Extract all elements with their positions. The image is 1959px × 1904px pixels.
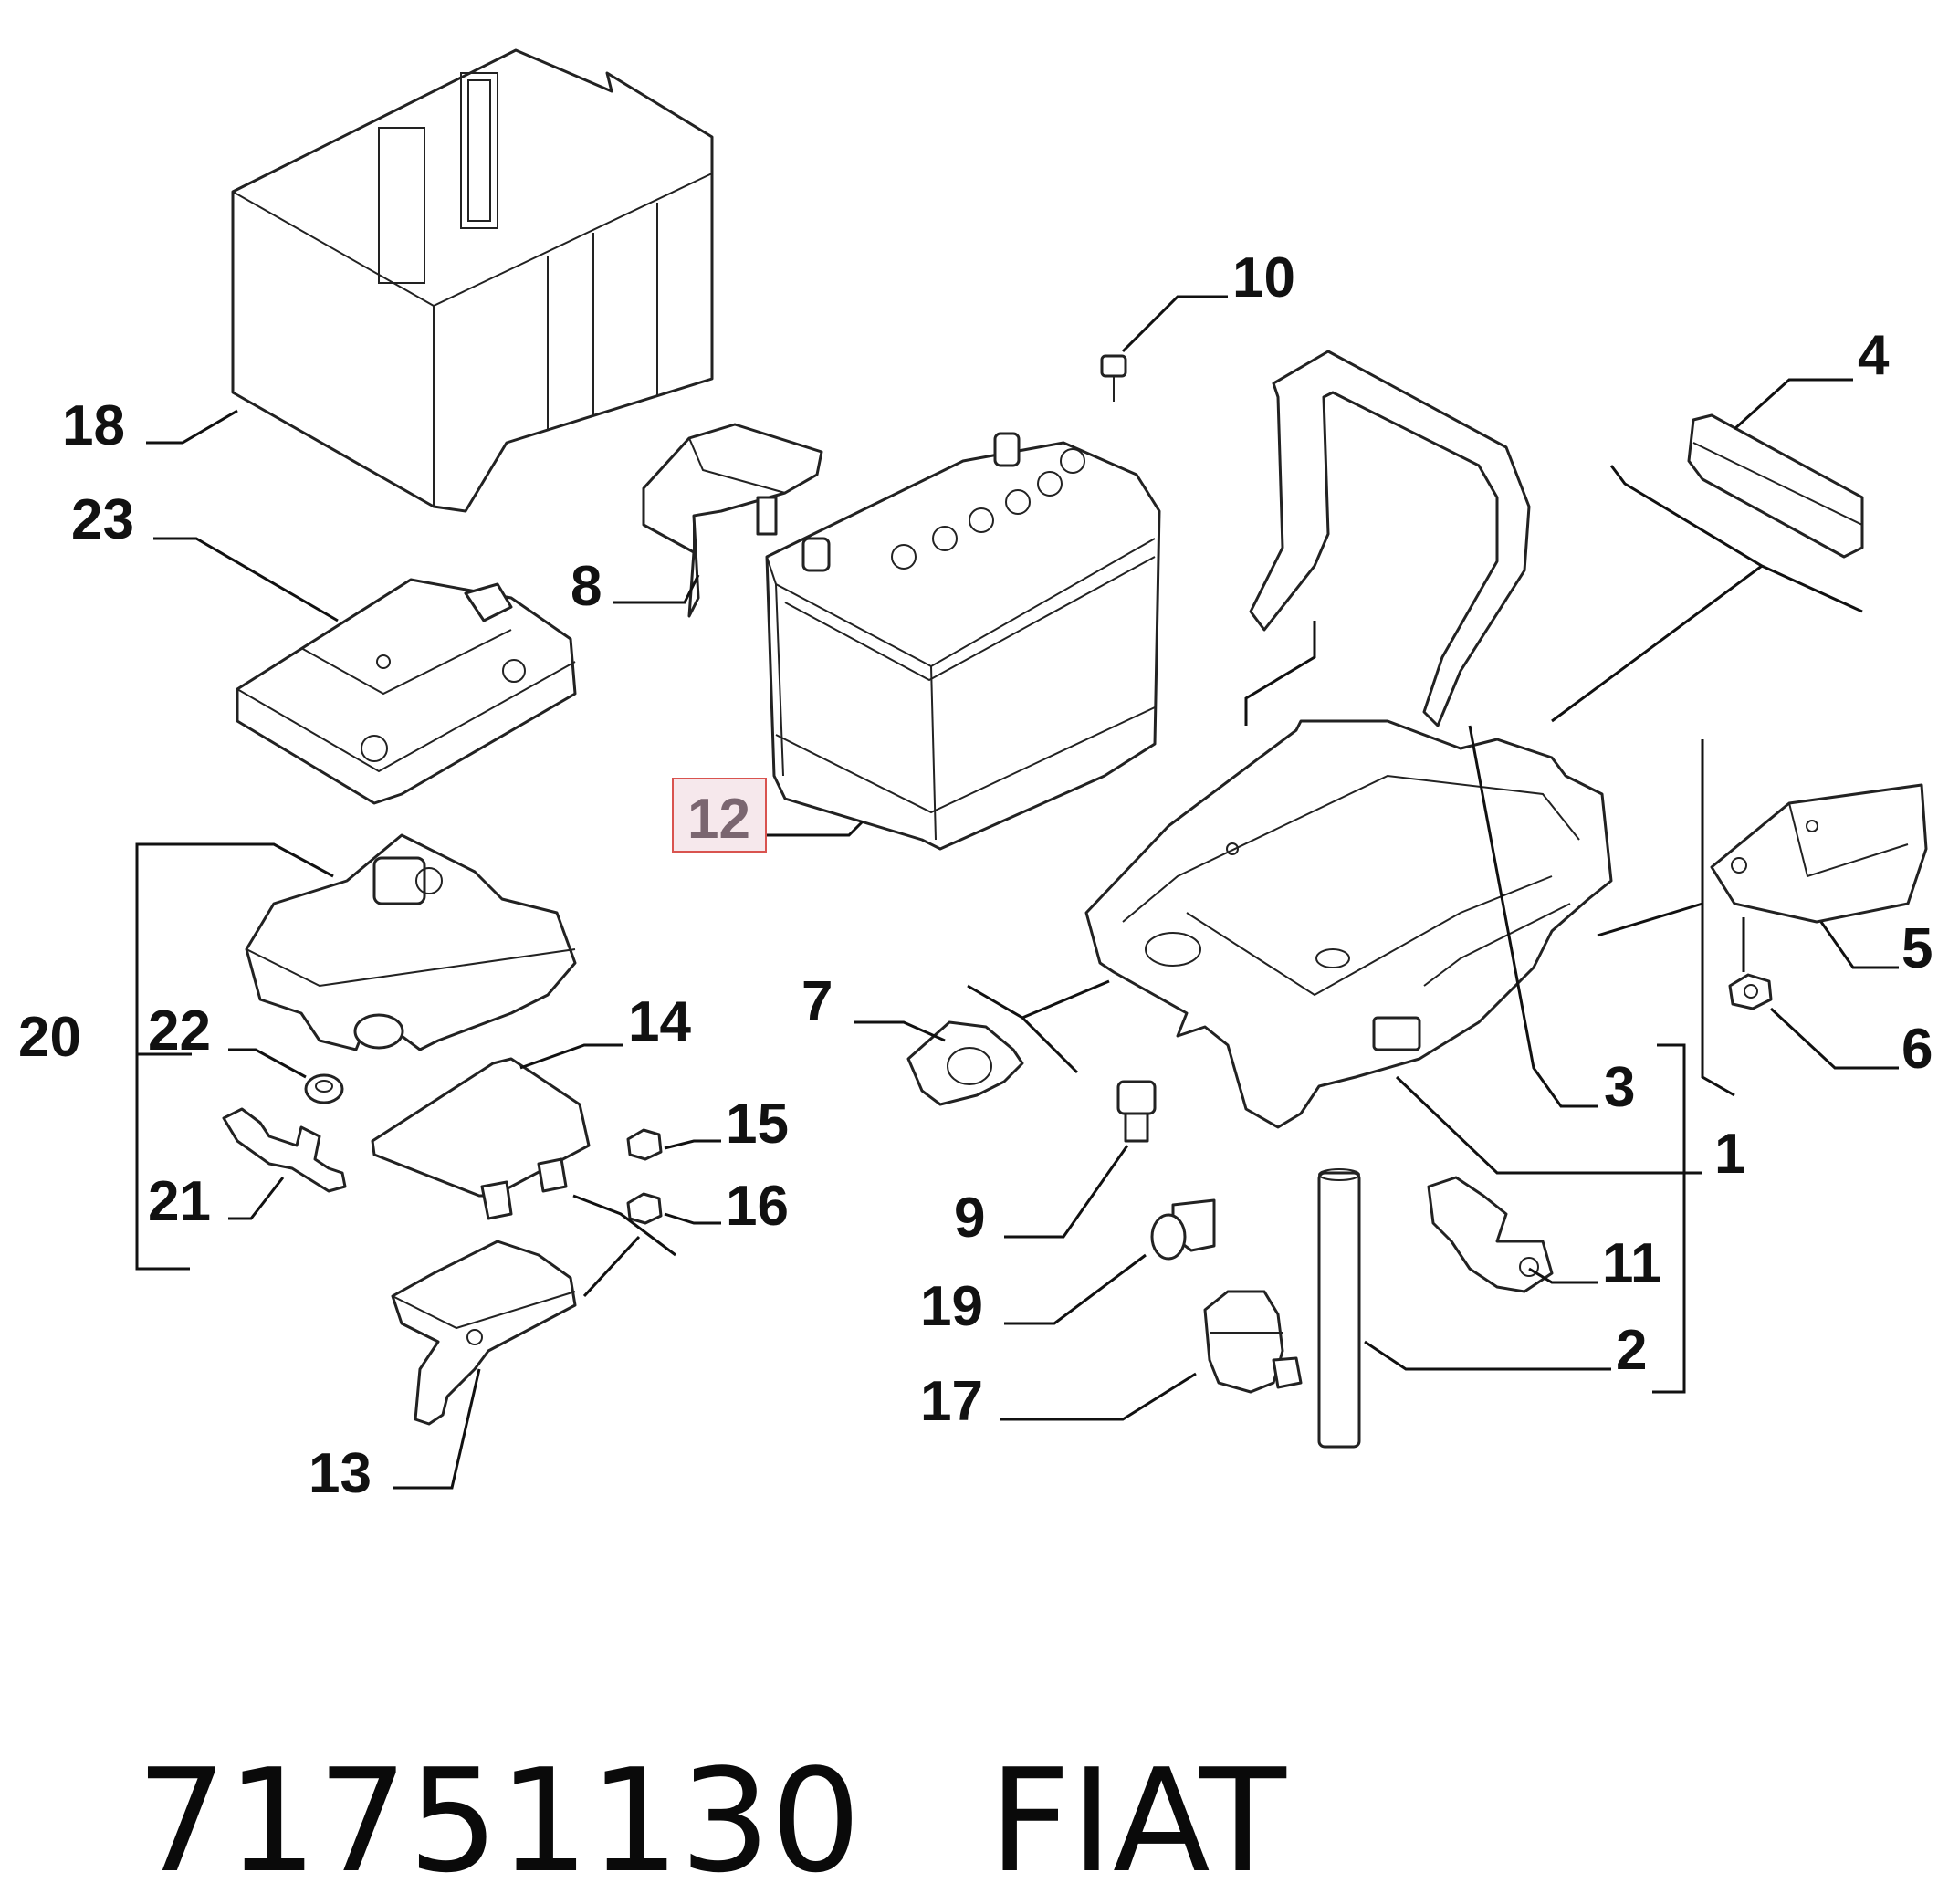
leader-8 [613, 574, 700, 604]
leader-6 [1769, 1007, 1899, 1070]
callout-10: 10 [1232, 246, 1295, 309]
callout-6: 6 [1901, 1018, 1933, 1081]
callout-19: 19 [920, 1275, 983, 1338]
callout-21: 21 [148, 1170, 211, 1233]
leader-10 [1121, 295, 1228, 353]
leader-20 [135, 842, 334, 1056]
part-12-battery [765, 432, 1161, 851]
leader-18 [146, 409, 238, 445]
part-5-side-bracket [1710, 783, 1928, 924]
leader-4 [1733, 378, 1853, 431]
brand-name: FIAT [989, 1738, 1286, 1904]
part-3-hold-down-bracket [1249, 350, 1531, 727]
part-20-terminal-box [245, 833, 577, 1051]
leader-19 [1004, 1253, 1147, 1325]
callout-18: 18 [62, 394, 125, 457]
leader-4c [1551, 564, 1763, 723]
leader-16c [582, 1235, 641, 1298]
part-number: 71751130 [136, 1738, 862, 1904]
leader-1 [1395, 1075, 1702, 1175]
leader-23 [153, 537, 339, 622]
leader-7 [854, 1020, 946, 1042]
part-16-nut [626, 1192, 663, 1225]
part-17-holder [1203, 1290, 1303, 1394]
part-2-rod [1317, 1168, 1361, 1449]
leader-1b [1652, 1043, 1686, 1394]
part-9-screw [1116, 1080, 1157, 1143]
part-15-nut [626, 1128, 663, 1161]
leader-4b [1609, 465, 1863, 613]
part-6-nut [1728, 973, 1773, 1010]
part-10-bolt [1100, 354, 1127, 402]
callout-12: 12 [687, 788, 750, 851]
leader-17 [1000, 1372, 1197, 1421]
leader-11 [1528, 1267, 1598, 1284]
part-7-clamp [906, 1020, 1024, 1106]
callout-8: 8 [571, 555, 602, 618]
part-22-nut [304, 1073, 344, 1104]
part-13-terminal-bracket [391, 1240, 577, 1426]
callout-2: 2 [1616, 1319, 1647, 1382]
callout-20: 20 [18, 1006, 81, 1069]
part-21-fuse [222, 1107, 347, 1193]
callout-16: 16 [726, 1175, 789, 1238]
callout-4: 4 [1858, 324, 1890, 387]
callout-15: 15 [726, 1093, 789, 1156]
callout-11: 11 [1602, 1232, 1662, 1295]
leader-20b [135, 1054, 190, 1271]
leader-10b [1244, 621, 1316, 726]
leader-16b [572, 1194, 676, 1257]
leader-22 [228, 1048, 307, 1079]
part-19-pin [1150, 1198, 1216, 1261]
callouts: 1 2 3 4 5 6 7 8 9 10 11 12 13 14 15 16 1… [18, 246, 1933, 1505]
leader-5 [1819, 921, 1899, 969]
callout-1: 1 [1714, 1123, 1745, 1186]
part-8-terminal-cover [642, 423, 823, 618]
leader-13 [393, 1368, 481, 1490]
leader-14 [519, 1043, 623, 1070]
exploded-parts-diagram: 1 2 3 4 5 6 7 8 9 10 11 12 13 14 15 16 1… [18, 48, 1933, 1505]
callout-17: 17 [920, 1370, 983, 1433]
leader-15 [664, 1139, 721, 1150]
part-14-cover [371, 1057, 591, 1220]
leader-3 [1468, 725, 1598, 1108]
leader-21 [228, 1177, 285, 1220]
leader-12 [767, 820, 864, 837]
callout-7: 7 [801, 970, 833, 1033]
callout-14: 14 [628, 990, 691, 1053]
part-23-battery-sensor-module [236, 578, 577, 805]
callout-13: 13 [309, 1442, 372, 1505]
callout-5: 5 [1901, 917, 1933, 980]
callout-12-highlight [672, 778, 767, 853]
callout-3: 3 [1604, 1056, 1635, 1119]
leader-7c [1021, 979, 1110, 1020]
leader-5c [1597, 902, 1703, 937]
leader-9 [1004, 1145, 1129, 1239]
part-18-battery-cover [231, 48, 714, 513]
part-11-clip [1427, 1176, 1554, 1293]
callout-22: 22 [148, 999, 211, 1062]
callout-9: 9 [954, 1187, 985, 1250]
leader-lines [135, 295, 1899, 1490]
part-4-pad [1687, 413, 1864, 559]
part-1-battery-tray [1084, 719, 1613, 1129]
leader-2 [1364, 1340, 1611, 1371]
callout-23: 23 [71, 488, 134, 551]
leader-16 [664, 1212, 721, 1225]
leader-5b [1701, 739, 1735, 1097]
